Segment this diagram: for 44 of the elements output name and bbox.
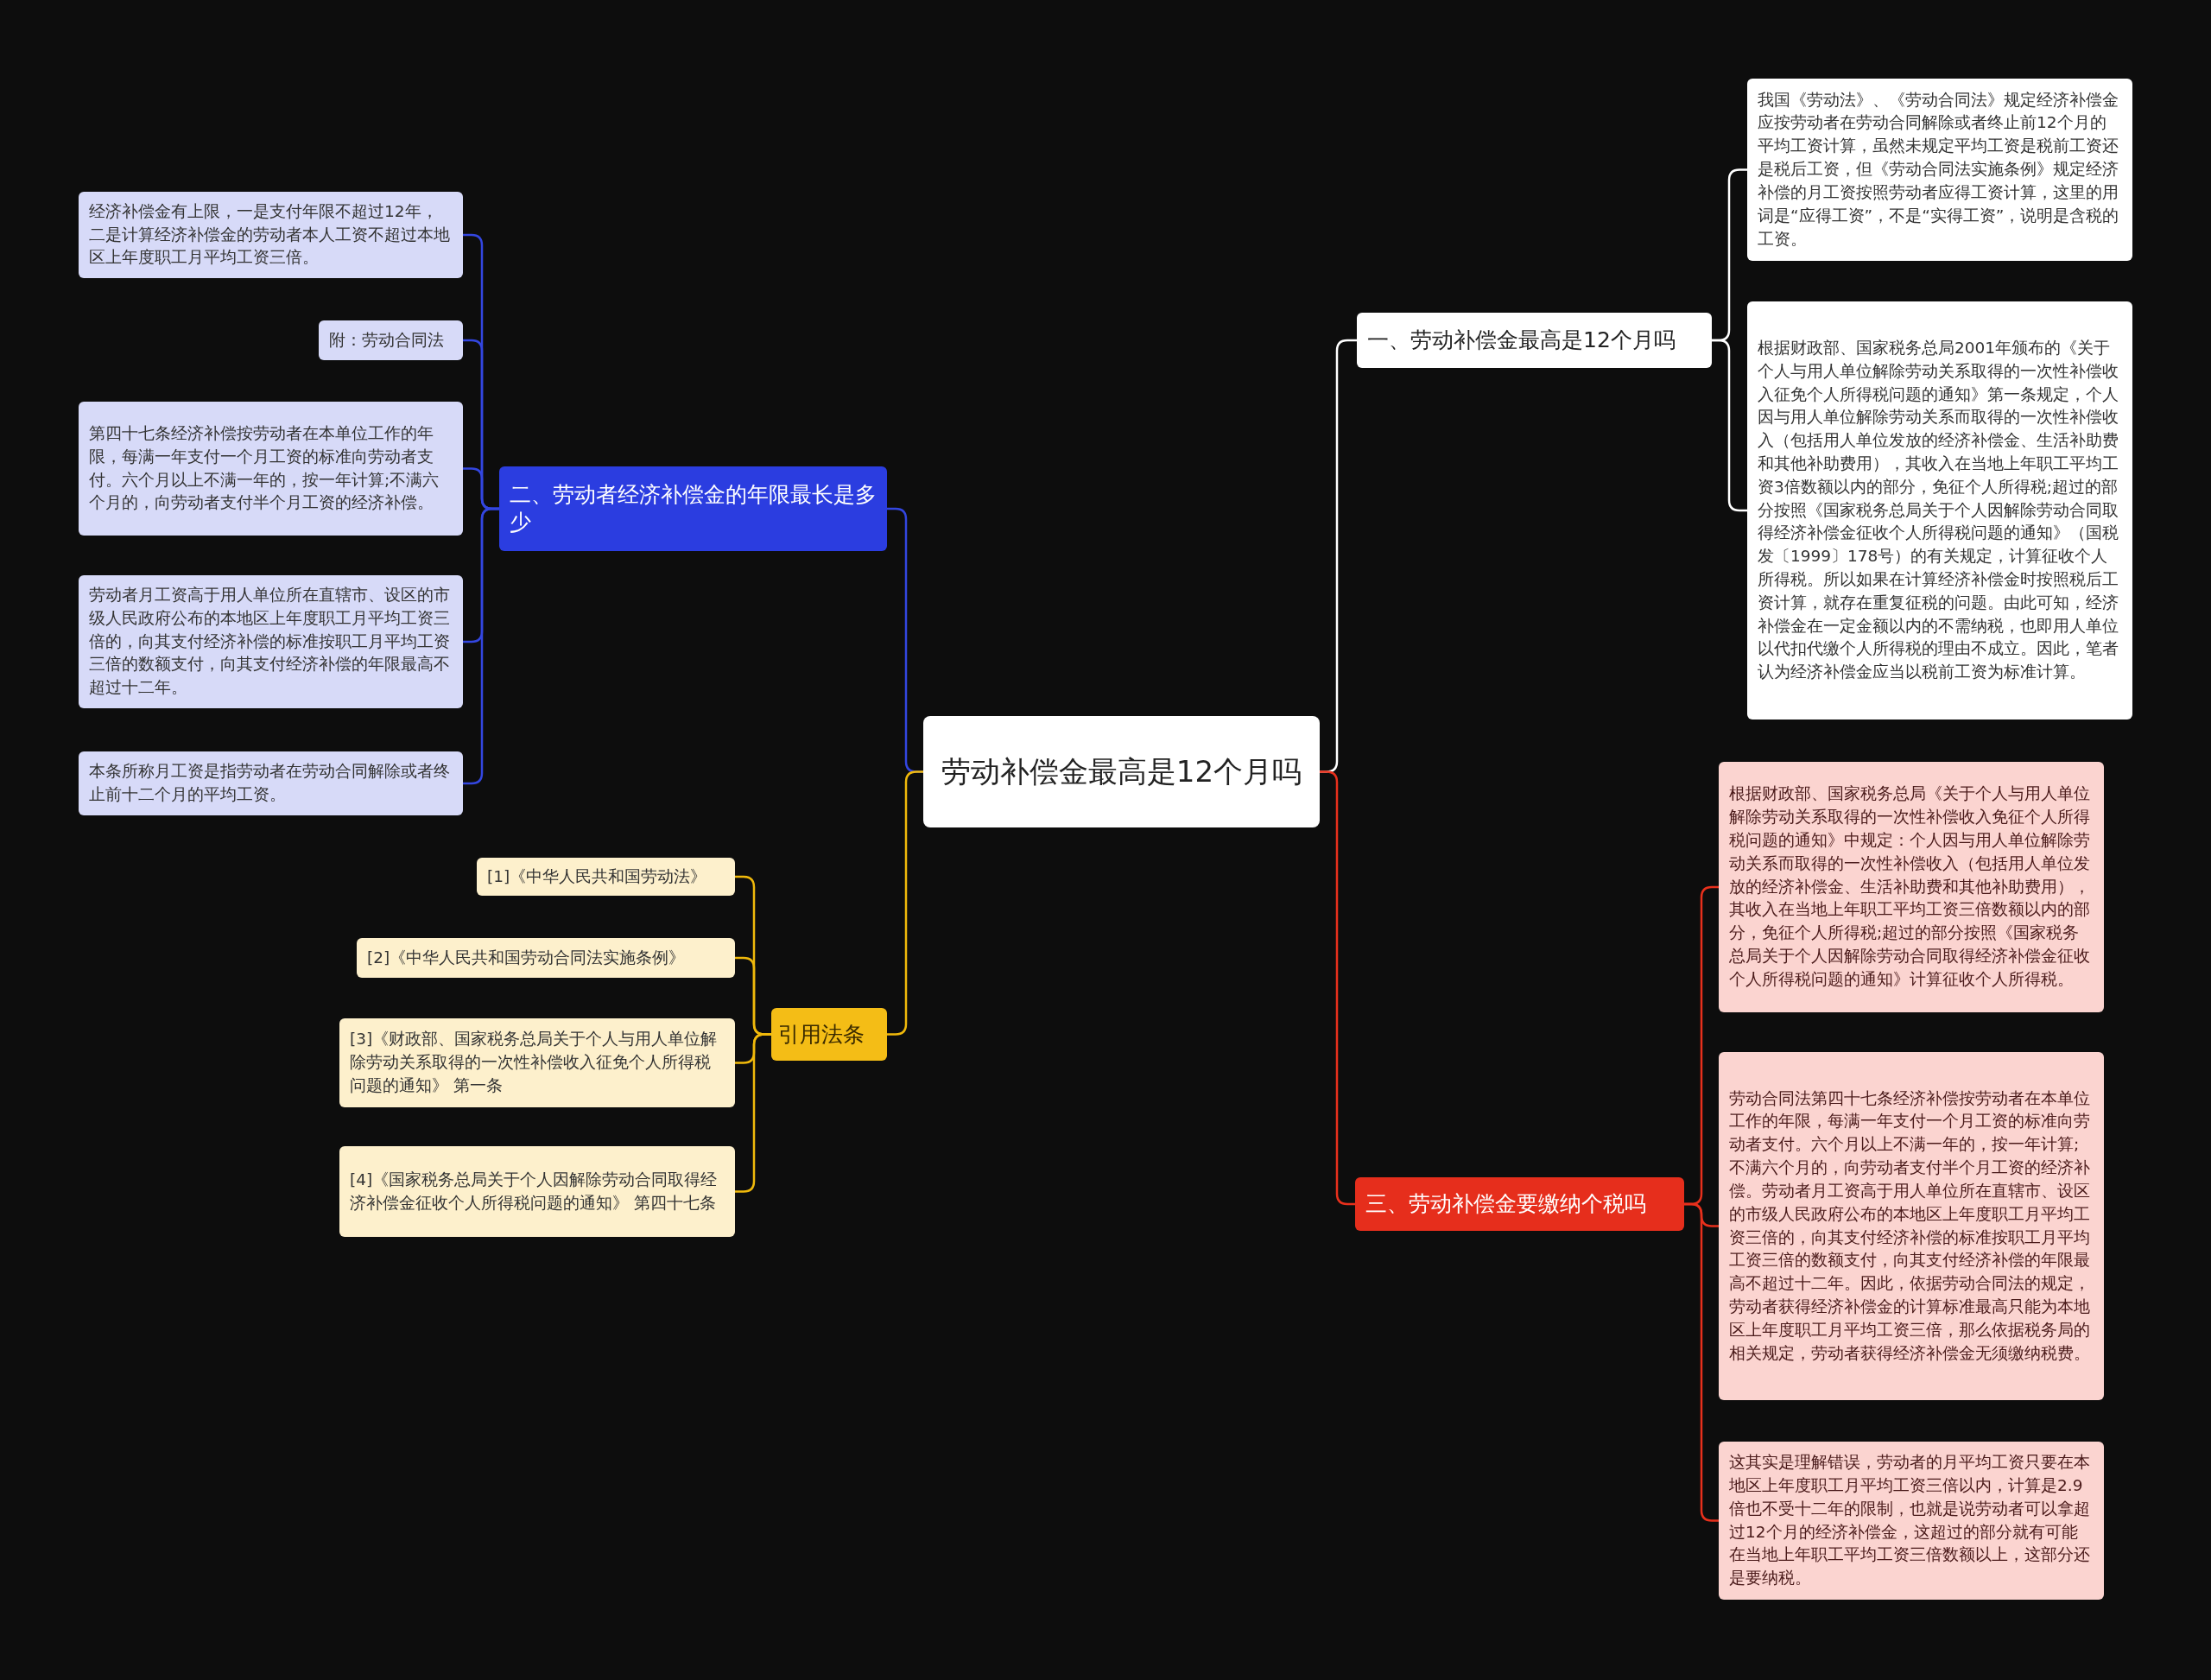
topic-text: 劳动者月工资高于用人单位所在直辖市、设区的市级人民政府公布的本地区上年度职工月平均工资三倍的，向其支付经济补偿的标准按职工月平均工资三倍的数额支付，向其支付经济补偿的年限最高不超过十二年。	[89, 584, 451, 699]
leaf-note	[339, 1018, 735, 1107]
leaf-note	[1747, 79, 2132, 261]
topic-text: 引用法条	[778, 1020, 865, 1049]
topic-text: 根据财政部、国家税务总局2001年颁布的《关于个人与用人单位解除劳动关系取得的一次性补偿收入征免个人所得税问题的通知》第一条规定，个人因与用人单位解除劳动关系而取得的一次性补偿收入（包括用人单位发放的经济补偿金、生活补助费和其他补助费用），其收入在当地上年职工平均工资3倍数额以内的部分，免征个人所得税;超过的部分按照《国家税务总局关于个人因解除劳动合同取得经济补偿金征收个人所得税问题的通知》（国税发〔1999〕178号）的有关规定，计算征收个人所得税。所以如果在计算经济补偿金时按照税后工资计算，就存在重复征税的问题。由此可知，经济补偿金在一定金额以内的不需纳税，也即用人单位以代扣代缴个人所得税的理由不成立。因此，笔者认为经济补偿金应当以税前工资为标准计算。	[1758, 337, 2119, 683]
leaf-note	[1747, 301, 2132, 720]
topic-text: [2]《中华人民共和国劳动合同法实施条例》	[367, 947, 687, 968]
leaf-note	[319, 320, 463, 360]
topic-text: 二、劳动者经济补偿金的年限最长是多少	[510, 480, 877, 536]
topic-text: [3]《财政部、国家税务总局关于个人与用人单位解除劳动关系取得的一次性补偿收入征免个人所得税问题的通知》 第一条	[350, 1029, 719, 1096]
topic-text: 劳动补偿金最高是12个月吗	[941, 752, 1302, 790]
topic-text: 本条所称月工资是指劳动者在劳动合同解除或者终止前十二个月的平均工资。	[89, 761, 451, 805]
branch-topic	[1357, 313, 1712, 368]
connector-line	[1684, 1202, 1719, 1522]
leaf-note	[79, 192, 463, 278]
leaf-note	[1719, 1052, 2104, 1400]
leaf-note	[357, 938, 735, 978]
topic-text: 这其实是理解错误，劳动者的月平均工资只要在本地区上年度职工月平均工资三倍以内，计算是2.9倍也不受十二年的限制，也就是说劳动者可以拿超过12个月的经济补偿金，这超过的部分就有可能在当地上年职工平均工资三倍数额以上，这部分还是要纳税。	[1729, 1452, 2091, 1589]
topic-text: 根据财政部、国家税务总局《关于个人与用人单位解除劳动关系取得的一次性补偿收入免征个人所得税问题的通知》中规定：个人因与用人单位解除劳动关系而取得的一次性补偿收入（包括用人单位发放的经济补偿金、生活补助费和其他补助费用），其收入在当地上年职工平均工资三倍数额以内的部分，免征个人所得税;超过的部分按照《国家税务总局关于个人因解除劳动合同取得经济补偿金征收个人所得税问题的通知》计算征收个人所得税。	[1729, 783, 2091, 990]
topic-text: 劳动合同法第四十七条经济补偿按劳动者在本单位工作的年限，每满一年支付一个月工资的标准向劳动者支付。六个月以上不满一年的，按一年计算;不满六个月的，向劳动者支付半个月工资的经济补偿。劳动者月工资高于用人单位所在直辖市、设区的市级人民政府公布的本地区上年度职工月平均工资三倍的，向其支付经济补偿的标准按职工月平均工资三倍的数额支付，向其支付经济补偿的年限最高不超过十二年。因此，依据劳动合同法的规定，劳动者获得经济补偿金的计算标准最高只能为本地区上年度职工月平均工资三倍，那么依据税务局的相关规定，劳动者获得经济补偿金无须缴纳税费。	[1729, 1087, 2091, 1364]
topic-text: 三、劳动补偿金要缴纳个税吗	[1365, 1190, 1647, 1219]
topic-text: 附：劳动合同法	[329, 329, 445, 351]
leaf-note	[1719, 762, 2104, 1012]
connector-line	[735, 1033, 771, 1193]
branch-topic	[1355, 1177, 1684, 1231]
leaf-note	[339, 1146, 735, 1237]
leaf-note	[79, 402, 463, 536]
connector-line	[1712, 339, 1747, 512]
topic-text: 经济补偿金有上限，一是支付年限不超过12年，二是计算经济补偿金的劳动者本人工资不超过本地区上年度职工月平均工资三倍。	[89, 200, 451, 269]
topic-text: 一、劳动补偿金最高是12个月吗	[1367, 326, 1676, 355]
topic-text: [4]《国家税务总局关于个人因解除劳动合同取得经济补偿金征收个人所得税问题的通知》 第四十七条	[350, 1169, 719, 1214]
connector-line	[887, 770, 923, 1036]
leaf-note	[79, 575, 463, 708]
topic-text: 第四十七条经济补偿按劳动者在本单位工作的年限，每满一年支付一个月工资的标准向劳动者支付。六个月以上不满一年的，按一年计算;不满六个月的，向劳动者支付半个月工资的经济补偿。	[89, 422, 440, 514]
connector-line	[463, 507, 499, 785]
branch-topic	[499, 466, 887, 551]
central-topic	[923, 716, 1320, 827]
topic-text: [1]《中华人民共和国劳动法》	[487, 865, 708, 887]
leaf-note	[477, 858, 735, 896]
leaf-note	[1719, 1442, 2104, 1600]
branch-topic	[771, 1008, 887, 1061]
leaf-note	[79, 751, 463, 815]
topic-text: 我国《劳动法》、《劳动合同法》规定经济补偿金应按劳动者在劳动合同解除或者终止前12个月的平均工资计算，虽然未规定平均工资是税前工资还是税后工资，但《劳动合同法实施条例》规定经济补偿的月工资按照劳动者应得工资计算，这里的用词是“应得工资”，不是“实得工资”，说明是含税的工资。	[1758, 89, 2120, 250]
connector-line	[1320, 770, 1355, 1206]
